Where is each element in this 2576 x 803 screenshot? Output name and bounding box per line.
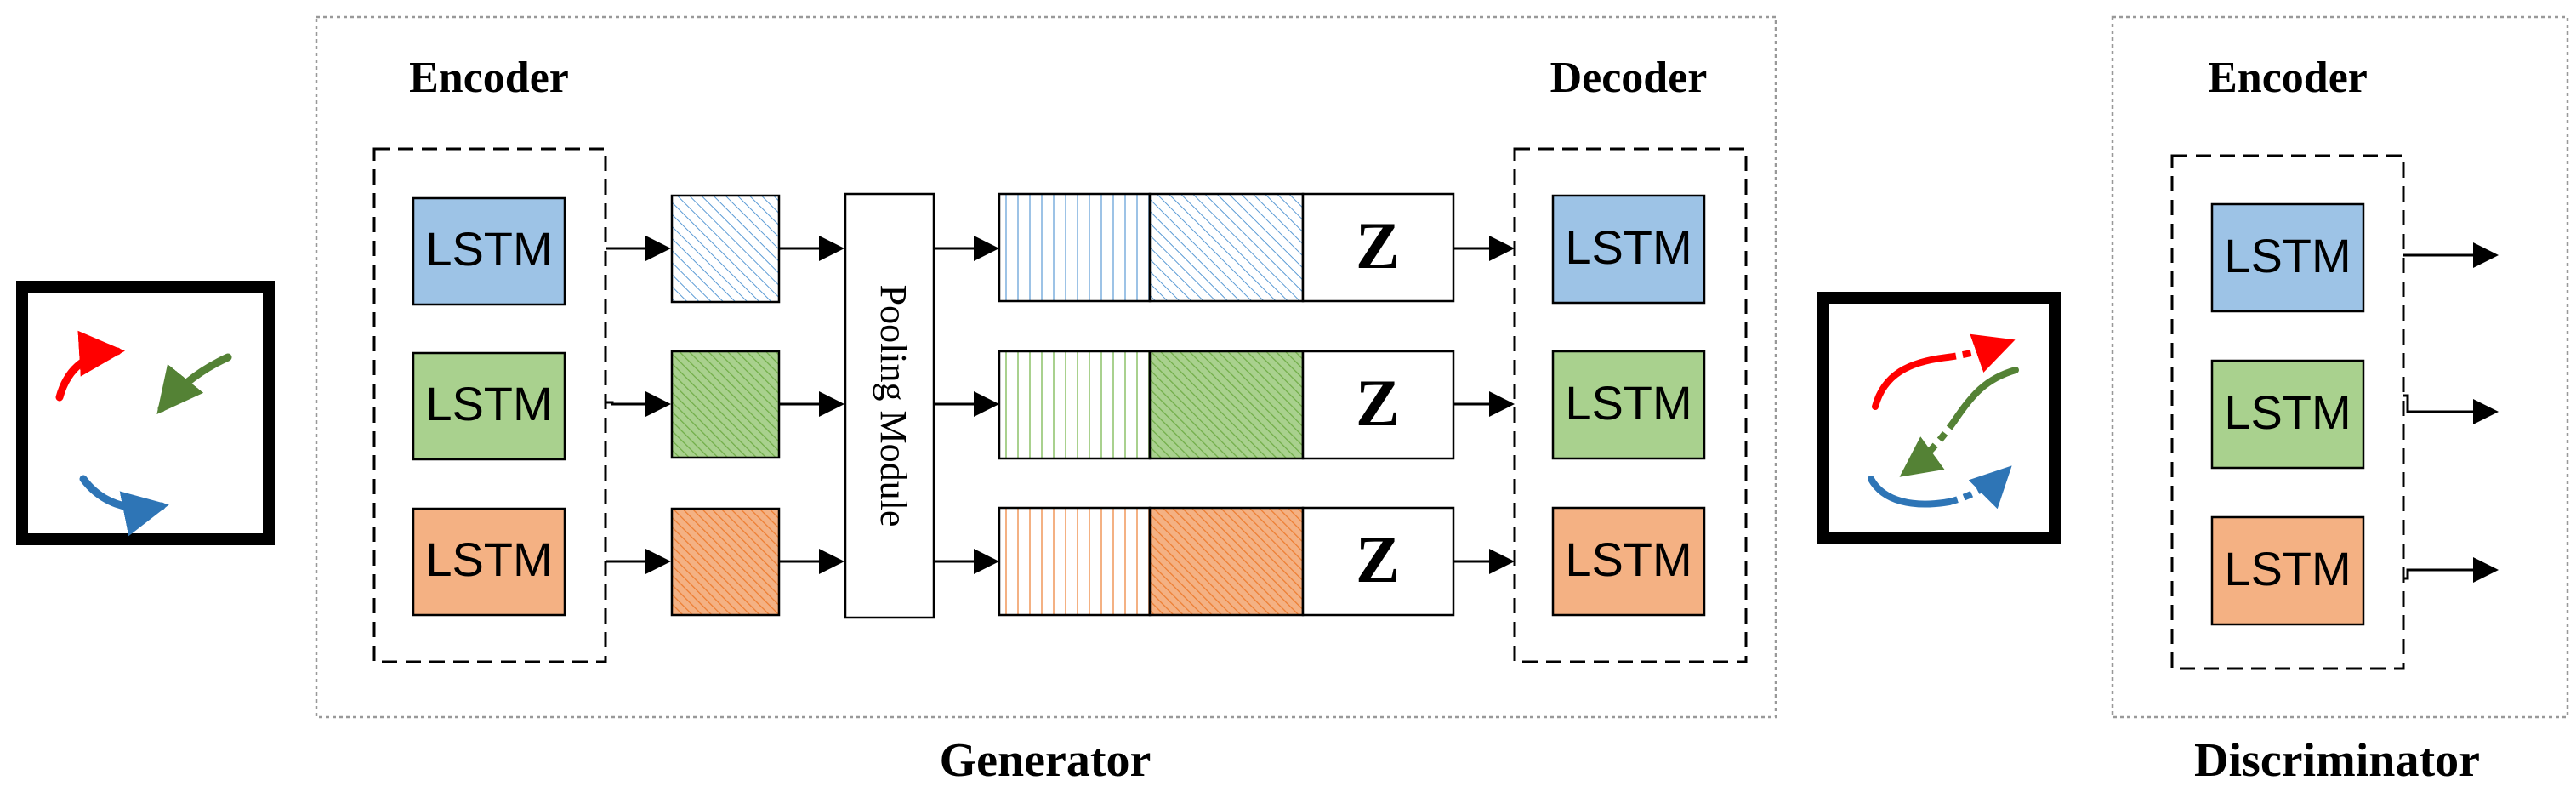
discriminator-encoder-lstm-1: LSTM bbox=[2210, 202, 2365, 313]
hidden-feature-1 bbox=[1148, 192, 1305, 303]
red-observed-path bbox=[1872, 354, 1951, 410]
hidden-state-2 bbox=[670, 350, 781, 459]
noise-label: Z bbox=[1356, 208, 1400, 282]
blue-observed-path bbox=[1868, 476, 1953, 508]
discriminator-label: Discriminator bbox=[2194, 734, 2480, 787]
discriminator-encoder-group bbox=[2170, 154, 2405, 670]
pooled-feature-3 bbox=[998, 506, 1152, 617]
red-trajectory-arrow bbox=[55, 330, 125, 402]
generator-encoder-title: Encoder bbox=[409, 54, 569, 102]
lstm-label: LSTM bbox=[425, 377, 552, 430]
discriminator-encoder-title: Encoder bbox=[2208, 54, 2368, 102]
generator-decoder-lstm-3: LSTM bbox=[1551, 506, 1706, 617]
hidden-feature-3 bbox=[1148, 506, 1305, 617]
noise-label: Z bbox=[1356, 366, 1400, 440]
discriminator-frame bbox=[2111, 15, 2569, 719]
noise-box-3 bbox=[1301, 506, 1455, 617]
lstm-label: LSTM bbox=[1565, 532, 1692, 586]
concat-vector-2: Z bbox=[998, 350, 1455, 460]
generator-encoder-lstm-2: LSTM bbox=[412, 351, 566, 461]
generator-decoder-group bbox=[1513, 147, 1748, 663]
lstm-label: LSTM bbox=[425, 532, 552, 586]
lstm-label: LSTM bbox=[2224, 229, 2351, 282]
generator-encoder-lstm-3: LSTM bbox=[412, 507, 566, 617]
pooling-module-label: Pooling Module bbox=[873, 285, 914, 527]
pooling-module: Pooling Module bbox=[844, 192, 935, 619]
generator-label: Generator bbox=[940, 734, 1152, 787]
hidden-state-1 bbox=[670, 194, 781, 304]
generator-decoder-title: Decoder bbox=[1550, 54, 1708, 102]
lstm-label: LSTM bbox=[425, 222, 552, 276]
hidden-state-3 bbox=[670, 507, 781, 617]
lstm-label: LSTM bbox=[2224, 385, 2351, 439]
green-observed-path bbox=[1951, 367, 2019, 424]
hidden-feature-2 bbox=[1148, 350, 1305, 460]
discriminator-output-arrow-3 bbox=[2403, 557, 2499, 583]
predicted-scene-frame bbox=[1817, 292, 2061, 544]
discriminator-encoder-lstm-3: LSTM bbox=[2210, 515, 2365, 626]
blue-trajectory-arrow bbox=[79, 475, 169, 537]
concat-vector-1: Z bbox=[998, 192, 1455, 303]
lstm-label: LSTM bbox=[2224, 542, 2351, 595]
noise-box-1 bbox=[1301, 192, 1455, 303]
generator-encoder-lstm-1: LSTM bbox=[412, 196, 566, 306]
lstm-label: LSTM bbox=[1565, 220, 1692, 274]
generator-decoder-lstm-1: LSTM bbox=[1551, 194, 1706, 305]
input-scene-frame bbox=[16, 281, 275, 545]
generator-decoder-lstm-2: LSTM bbox=[1551, 350, 1706, 460]
discriminator-output-arrow-2 bbox=[2403, 394, 2499, 424]
pooled-feature-1 bbox=[998, 192, 1152, 303]
discriminator-encoder-lstm-2: LSTM bbox=[2210, 359, 2365, 470]
green-trajectory-arrow bbox=[156, 353, 232, 415]
generator-encoder-group bbox=[372, 147, 607, 663]
arrow-encoder-to-hidden-2 bbox=[606, 391, 671, 417]
pooled-feature-2 bbox=[998, 350, 1152, 460]
input-scene-thumbnail bbox=[16, 281, 275, 545]
blue-predicted-path bbox=[1948, 465, 2012, 510]
noise-label: Z bbox=[1356, 522, 1400, 596]
noise-box-2 bbox=[1301, 350, 1455, 460]
red-predicted-path bbox=[1947, 333, 2016, 373]
generator-frame bbox=[315, 15, 1777, 719]
predicted-scene-thumbnail bbox=[1817, 292, 2061, 544]
lstm-label: LSTM bbox=[1565, 376, 1692, 430]
green-predicted-path bbox=[1899, 419, 1958, 477]
concat-vector-3: Z bbox=[998, 506, 1455, 617]
